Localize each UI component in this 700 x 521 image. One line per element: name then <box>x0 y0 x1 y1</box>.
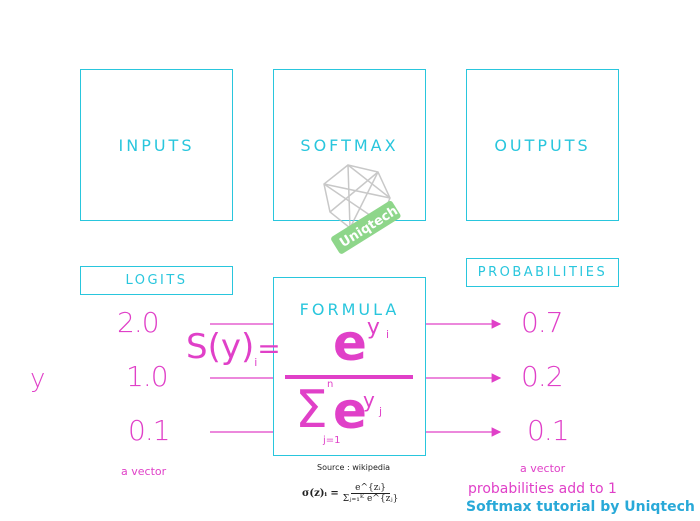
logit-value-2: 1.0 <box>126 360 169 393</box>
inputs-title: INPUTS <box>118 135 195 155</box>
wiki-formula-num: e^{zᵢ} <box>351 483 391 494</box>
y-label: y <box>30 364 45 394</box>
denominator-sup: y <box>363 388 375 412</box>
outputs-title: OUTPUTS <box>494 135 591 155</box>
sum-upper: n <box>327 379 334 390</box>
logit-value-3: 0.1 <box>128 414 171 447</box>
logits-caption: a vector <box>121 465 167 478</box>
wikipedia-formula: σ(z)ᵢ = e^{zᵢ} Σⱼ₌₁ᴷ e^{zⱼ} <box>302 483 398 504</box>
logits-title: LOGITS <box>125 273 188 288</box>
formula-lhs: S(y)i= <box>186 330 281 368</box>
outputs-box: OUTPUTS <box>466 69 619 221</box>
denominator-sub: j <box>379 405 383 418</box>
probabilities-caption: a vector <box>520 462 566 475</box>
inputs-box: INPUTS <box>80 69 233 221</box>
formula-equals: = <box>257 332 281 365</box>
denominator-e: e <box>333 382 367 440</box>
probabilities-box: PROBABILITIES <box>466 258 619 287</box>
logits-box: LOGITS <box>80 266 233 295</box>
softmax-title: SOFTMAX <box>300 135 399 155</box>
tutorial-credit: Softmax tutorial by Uniqtech <box>466 499 695 515</box>
prob-value-2: 0.2 <box>521 360 564 393</box>
formula-title: FORMULA <box>299 300 400 319</box>
formula-denominator: Σ n j=1 e y j <box>295 380 425 456</box>
probabilities-title: PROBABILITIES <box>477 265 608 280</box>
prob-value-3: 0.1 <box>527 414 570 447</box>
prob-value-1: 0.7 <box>521 306 564 339</box>
formula-box: FORMULA <box>273 277 426 456</box>
wiki-formula-fraction: e^{zᵢ} Σⱼ₌₁ᴷ e^{zⱼ} <box>343 483 399 504</box>
numerator-e: e <box>333 314 367 372</box>
logit-value-1: 2.0 <box>117 306 160 339</box>
formula-lhs-s: S(y) <box>186 327 255 367</box>
wiki-formula-den: Σⱼ₌₁ᴷ e^{zⱼ} <box>342 494 399 504</box>
formula-lhs-sub: i <box>254 355 258 369</box>
uniqtech-logo: Uniqtech <box>323 164 401 254</box>
sum-lower: j=1 <box>323 435 341 446</box>
source-label: Source : wikipedia <box>317 463 391 472</box>
sum-sigma-icon: Σ <box>295 380 328 440</box>
numerator-sup: y <box>366 315 380 340</box>
probabilities-note: probabilities add to 1 <box>468 481 617 497</box>
wiki-formula-lhs: σ(z)ᵢ = <box>302 488 339 499</box>
numerator-sub: i <box>385 328 390 341</box>
